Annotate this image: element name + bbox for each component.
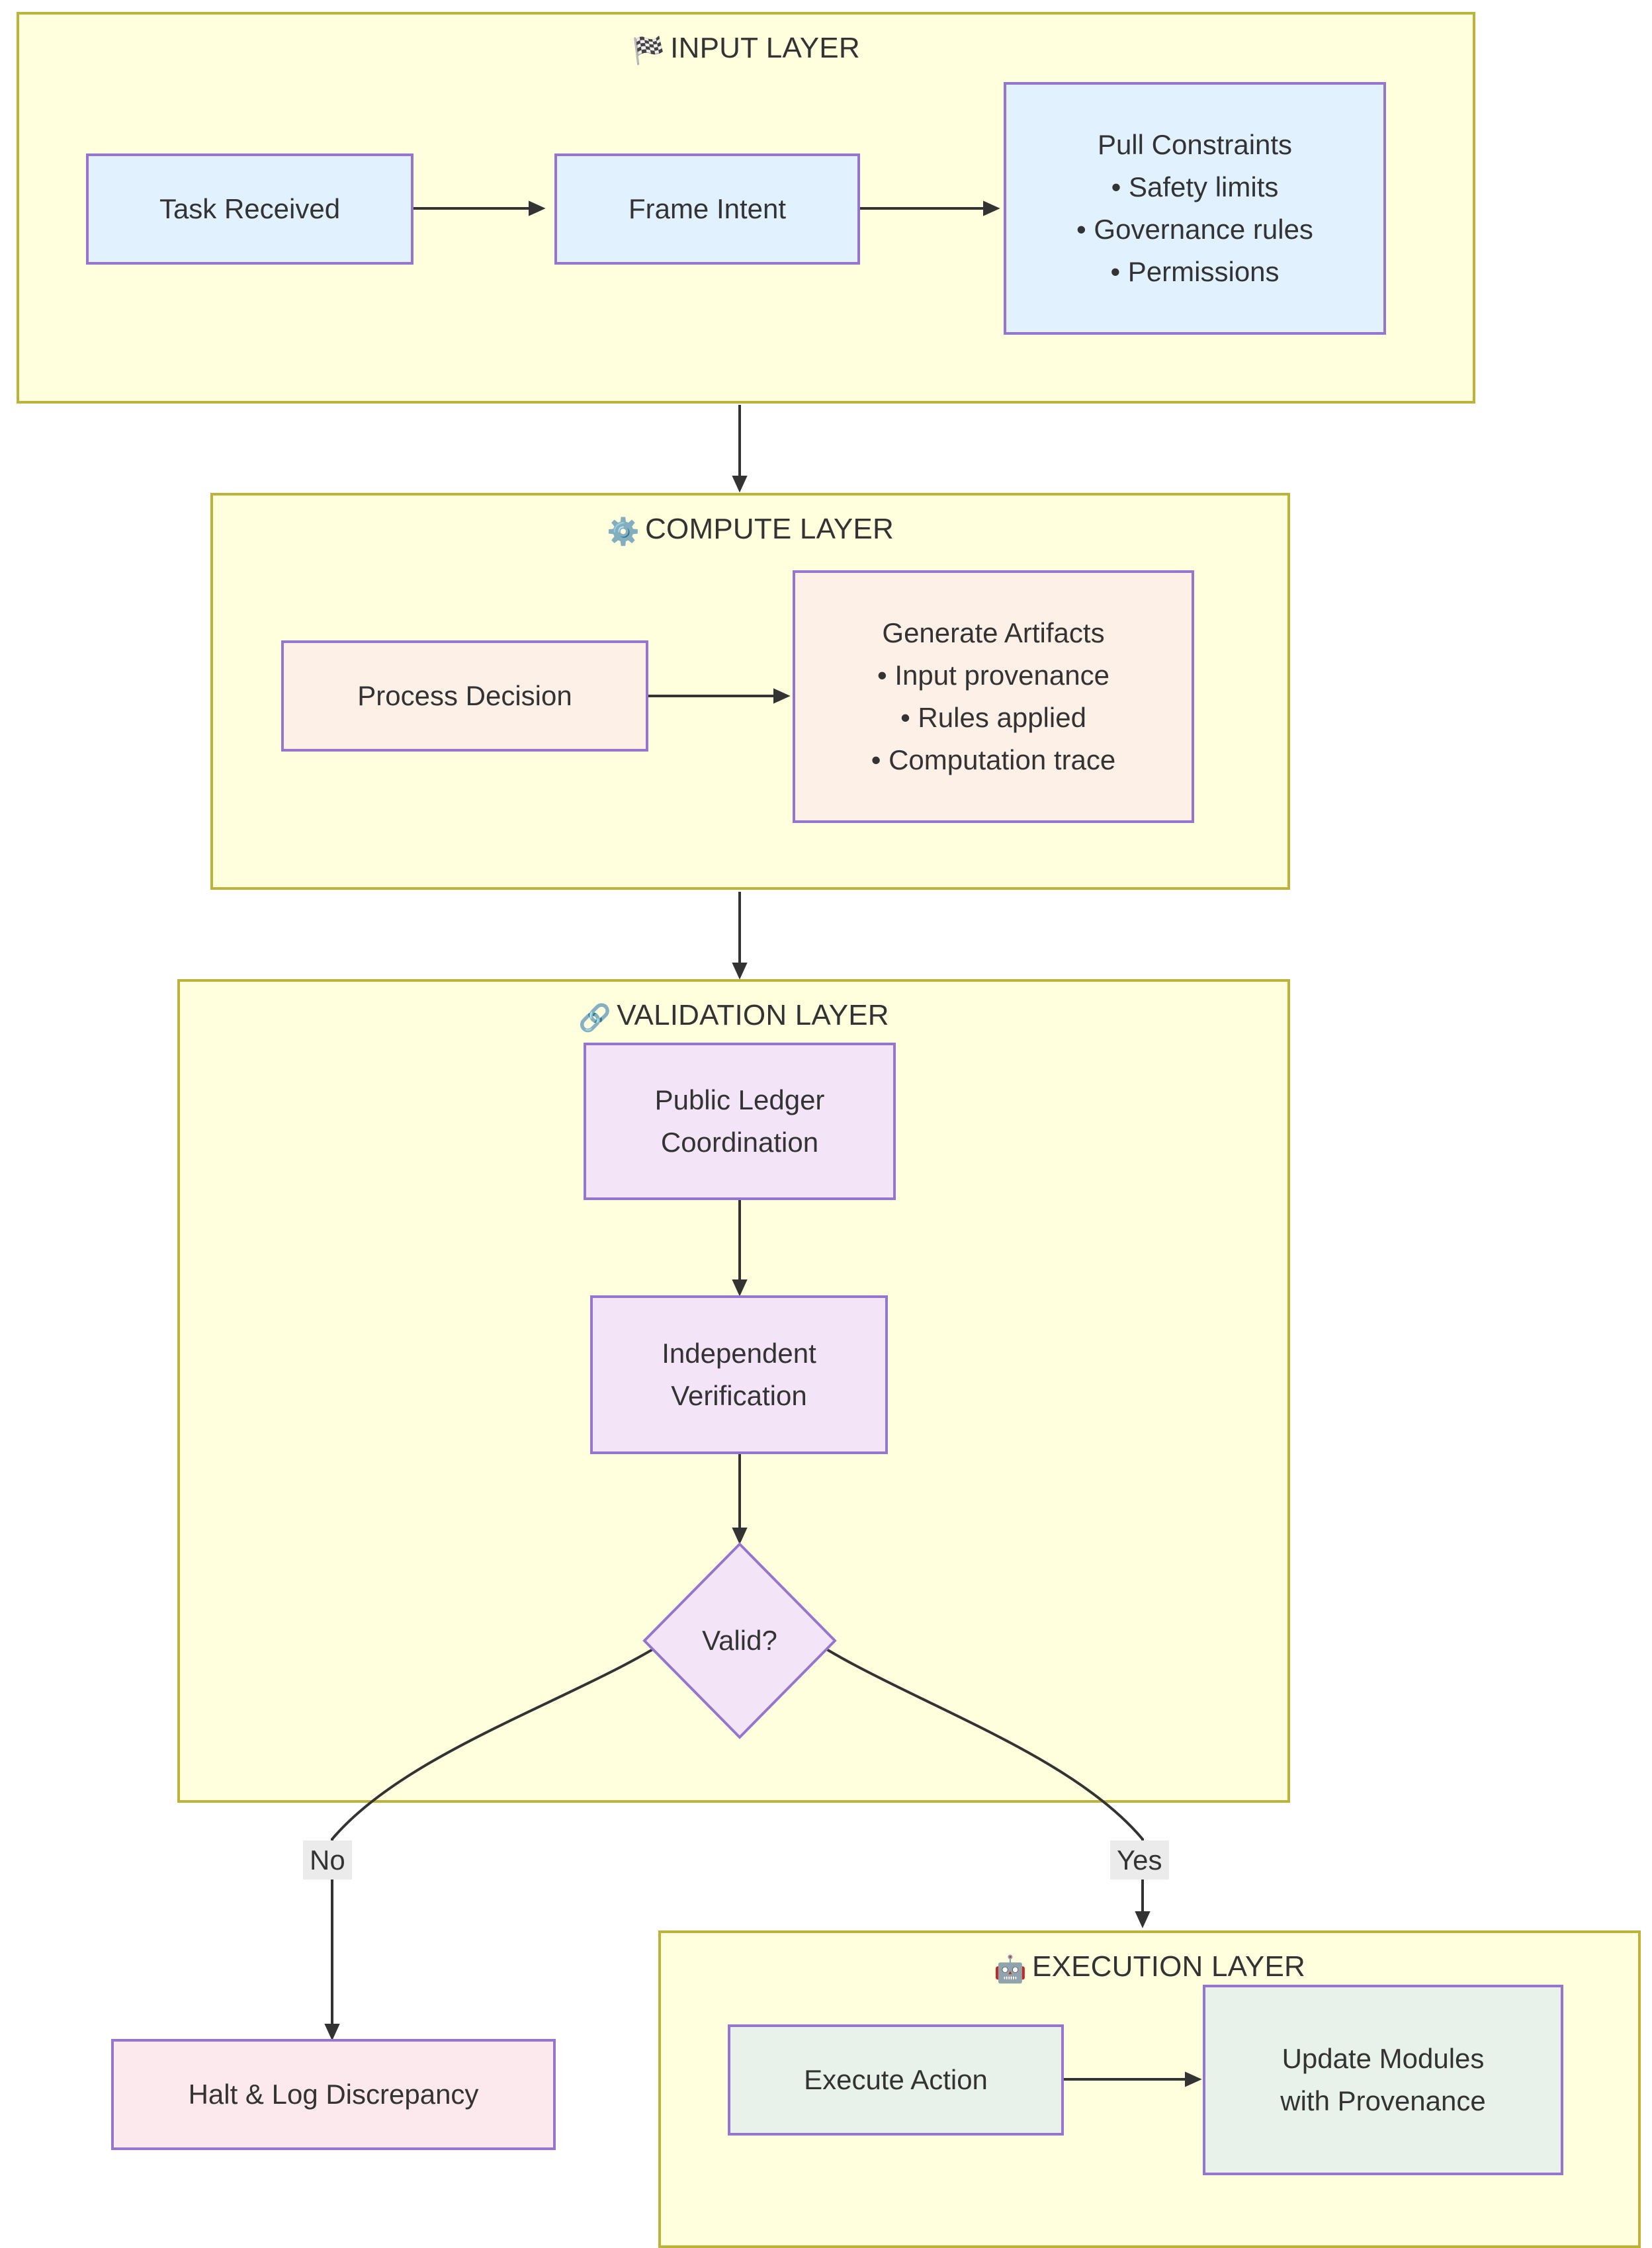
node-halt-log-discrepancy[interactable]: Halt & Log Discrepancy <box>111 2039 556 2150</box>
node-generate-artifacts-title: Generate Artifacts <box>882 617 1105 649</box>
edge-label-no: No <box>303 1840 352 1880</box>
node-halt-log-discrepancy-label: Halt & Log Discrepancy <box>188 2079 479 2110</box>
node-valid-decision[interactable]: Valid? <box>642 1541 838 1740</box>
layer-compute-title: ⚙️COMPUTE LAYER <box>213 513 1287 547</box>
node-pull-constraints[interactable]: Pull Constraints • Safety limits • Gover… <box>1004 82 1386 335</box>
diamond-shape <box>642 1542 837 1739</box>
node-execute-action-label: Execute Action <box>804 2064 988 2096</box>
node-update-modules-with-provenance[interactable]: Update Modules with Provenance <box>1203 1985 1563 2175</box>
node-public-ledger-line-2: Coordination <box>660 1127 819 1158</box>
node-public-ledger-line-1: Public Ledger <box>654 1084 825 1116</box>
node-process-decision[interactable]: Process Decision <box>281 640 648 752</box>
layer-input-title: 🏁INPUT LAYER <box>19 32 1473 66</box>
node-generate-artifacts-item-2: • Computation trace <box>871 744 1116 775</box>
gear-icon: ⚙️ <box>607 517 640 546</box>
edge-label-yes: Yes <box>1110 1840 1169 1880</box>
node-pull-constraints-item-2: • Permissions <box>1110 255 1280 287</box>
node-generate-artifacts[interactable]: Generate Artifacts • Input provenance • … <box>793 570 1194 823</box>
node-task-received-label: Task Received <box>159 193 341 225</box>
node-pull-constraints-title: Pull Constraints <box>1097 129 1293 161</box>
layer-input-title-text: INPUT LAYER <box>670 32 860 64</box>
node-generate-artifacts-item-1: • Rules applied <box>900 702 1086 733</box>
node-update-modules-line-1: Update Modules <box>1282 2043 1485 2075</box>
node-independent-verification-line-1: Independent <box>662 1338 816 1369</box>
layer-compute-title-text: COMPUTE LAYER <box>645 513 894 545</box>
layer-execution-title: 🤖EXECUTION LAYER <box>661 1950 1638 1985</box>
node-pull-constraints-item-0: • Safety limits <box>1111 171 1279 203</box>
node-task-received[interactable]: Task Received <box>86 153 413 265</box>
node-public-ledger-coordination[interactable]: Public Ledger Coordination <box>584 1043 896 1200</box>
checkered-flag-icon: 🏁 <box>632 36 666 65</box>
robot-icon: 🤖 <box>994 1955 1027 1984</box>
node-independent-verification[interactable]: Independent Verification <box>590 1295 888 1454</box>
node-execute-action[interactable]: Execute Action <box>728 2024 1064 2136</box>
node-independent-verification-line-2: Verification <box>671 1380 807 1411</box>
node-frame-intent[interactable]: Frame Intent <box>554 153 860 265</box>
layer-validation-title-text: VALIDATION LAYER <box>617 999 889 1031</box>
layer-execution-title-text: EXECUTION LAYER <box>1032 1950 1305 1983</box>
node-update-modules-line-2: with Provenance <box>1280 2085 1486 2116</box>
node-generate-artifacts-item-0: • Input provenance <box>877 660 1109 691</box>
layer-validation-title: 🔗VALIDATION LAYER <box>180 999 1287 1033</box>
node-frame-intent-label: Frame Intent <box>628 193 787 225</box>
node-pull-constraints-item-1: • Governance rules <box>1076 214 1313 245</box>
link-icon: 🔗 <box>578 1004 612 1033</box>
node-process-decision-label: Process Decision <box>357 680 572 712</box>
